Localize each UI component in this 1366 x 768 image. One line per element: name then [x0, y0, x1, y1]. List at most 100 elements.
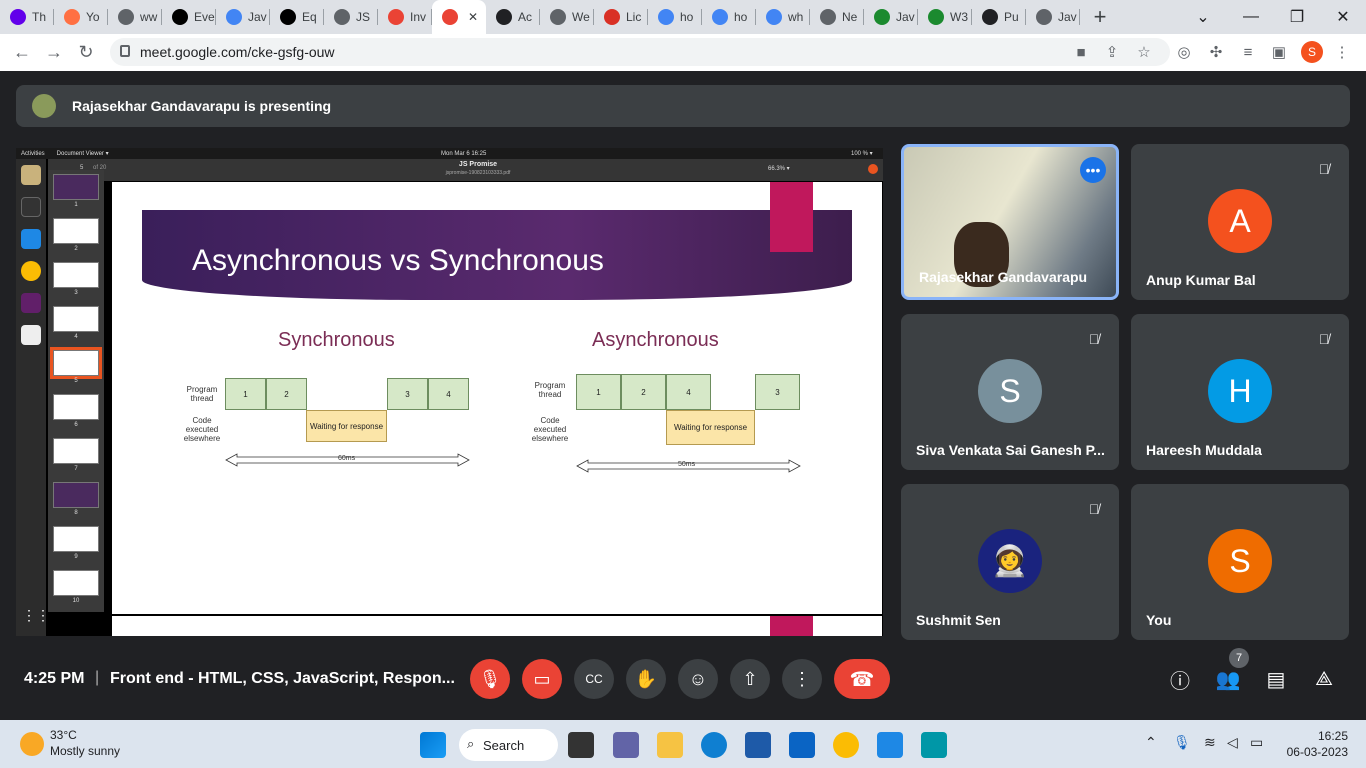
browser-tab[interactable]: Ac	[486, 0, 540, 34]
participant-tile[interactable]: 👩‍🚀🎙̸Sushmit Sen	[901, 484, 1119, 640]
participant-name: Siva Venkata Sai Ganesh P...	[916, 442, 1105, 458]
tab-search-icon[interactable]: ⌄	[1196, 9, 1210, 26]
browser-tab[interactable]: Yo	[54, 0, 108, 34]
participant-tile[interactable]: S🎙̸Siva Venkata Sai Ganesh P...	[901, 314, 1119, 470]
menu-icon[interactable]: ⋮	[1334, 44, 1350, 61]
tab-favicon-icon	[172, 9, 188, 25]
muted-mic-icon: 🎙̸	[1088, 501, 1100, 517]
teams-icon[interactable]	[613, 732, 639, 758]
weather-text: Mostly sunny	[50, 744, 121, 758]
tray-chevron-icon[interactable]: ⌃	[1145, 734, 1157, 750]
vscode-icon	[21, 229, 41, 249]
battery-icon[interactable]: ▭	[1250, 734, 1264, 750]
async-box-2: 2	[621, 374, 666, 410]
more-options-icon[interactable]: •••	[1080, 157, 1106, 183]
edge-icon[interactable]	[701, 732, 727, 758]
sync-arrow	[225, 453, 470, 467]
chrome-icon	[21, 261, 41, 281]
browser-tab[interactable]: Inv	[378, 0, 432, 34]
minimize-button[interactable]: —	[1243, 8, 1259, 25]
browser-tab[interactable]: ✕	[432, 0, 486, 34]
notepad-icon[interactable]	[921, 732, 947, 758]
browser-tab[interactable]: Lic	[594, 0, 648, 34]
browser-tab[interactable]: Eve	[162, 0, 216, 34]
muted-mic-icon: 🎙̸	[1318, 161, 1330, 177]
participant-tile[interactable]: H🎙̸Hareesh Muddala	[1131, 314, 1349, 470]
async-box-3: 3	[755, 374, 800, 410]
mic-off-button[interactable]: 🎙	[470, 659, 510, 699]
share-icon[interactable]: ⇪	[1105, 44, 1119, 61]
browser-tab[interactable]: Jav	[1026, 0, 1080, 34]
close-window-button[interactable]: ✕	[1336, 9, 1350, 26]
file-explorer-icon[interactable]	[657, 732, 683, 758]
browser-tab[interactable]: ww	[108, 0, 162, 34]
browser-tab[interactable]: Pu	[972, 0, 1026, 34]
reload-icon[interactable]: ↻	[78, 42, 94, 62]
browser-tab[interactable]: ho	[702, 0, 756, 34]
forward-icon[interactable]: →	[45, 42, 63, 62]
sync-wait-box: Waiting for response	[306, 410, 387, 442]
side-panel-icon[interactable]: ▣	[1271, 44, 1287, 61]
vscode-taskbar-icon[interactable]	[877, 732, 903, 758]
browser-tab[interactable]: ho	[648, 0, 702, 34]
more-options-button[interactable]: ⋮	[782, 659, 822, 699]
store-icon[interactable]	[745, 732, 771, 758]
back-icon[interactable]: ←	[13, 42, 31, 62]
address-bar[interactable]: meet.google.com/cke-gsfg-ouw	[110, 38, 1170, 66]
info-icon[interactable]: ⓘ	[1170, 670, 1190, 693]
mic-tray-icon[interactable]: 🎙	[1173, 734, 1191, 750]
tab-label: We	[572, 10, 590, 24]
shared-screen: Activities Document Viewer ▾ Mon Mar 6 1…	[16, 148, 883, 636]
meet-window: Rajasekhar Gandavarapu is presenting Act…	[0, 71, 1366, 720]
browser-tab[interactable]: Eq	[270, 0, 324, 34]
async-box-1: 1	[576, 374, 621, 410]
participant-avatar: H	[1208, 359, 1272, 423]
sync-box-3: 3	[387, 378, 428, 410]
maximize-button[interactable]: ❐	[1289, 9, 1305, 26]
raise-hand-button[interactable]: ✋	[626, 659, 666, 699]
activities-icon[interactable]: ⟁	[1315, 667, 1333, 690]
browser-tab[interactable]: wh	[756, 0, 810, 34]
browser-tab[interactable]: Jav	[216, 0, 270, 34]
browser-tab[interactable]: W3	[918, 0, 972, 34]
browser-tab[interactable]: Jav	[864, 0, 918, 34]
wifi-icon[interactable]: ≋	[1204, 734, 1216, 750]
media-icon[interactable]: ≡	[1243, 43, 1253, 61]
start-icon[interactable]	[420, 732, 446, 758]
muted-mic-icon: 🎙̸	[1088, 331, 1100, 347]
new-tab-button[interactable]: +	[1093, 4, 1107, 29]
camera-off-button[interactable]: ▭	[522, 659, 562, 699]
google-extension-icon[interactable]: ◎	[1177, 44, 1191, 61]
browser-tab[interactable]: Ne	[810, 0, 864, 34]
windows-taskbar: 33°C Mostly sunny 16:25 06-03-2023 ⌃ 🎙 ≋…	[0, 720, 1366, 768]
taskbar-search[interactable]: ⌕ Search	[459, 729, 558, 761]
close-tab-icon[interactable]: ✕	[468, 10, 479, 24]
terminal-icon	[21, 197, 41, 217]
task-view-icon[interactable]	[568, 732, 594, 758]
profile-avatar[interactable]: S	[1301, 41, 1323, 63]
captions-button[interactable]: CC	[574, 659, 614, 699]
chrome-taskbar-icon[interactable]	[833, 732, 859, 758]
tab-favicon-icon	[928, 9, 944, 25]
volume-icon[interactable]: ◁	[1227, 734, 1238, 750]
present-button[interactable]: ⇧	[730, 659, 770, 699]
chat-icon[interactable]: ▤	[1266, 668, 1286, 691]
clock-label: Mon Mar 6 16:25	[441, 150, 487, 157]
browser-tab[interactable]: We	[540, 0, 594, 34]
participant-tile[interactable]: •••Rajasekhar Gandavarapu	[901, 144, 1119, 300]
page-number: 5	[80, 165, 84, 171]
browser-tab[interactable]: Th	[0, 0, 54, 34]
people-icon[interactable]: 👥	[1215, 668, 1241, 691]
tab-label: Pu	[1004, 10, 1019, 24]
browser-tab[interactable]: JS	[324, 0, 378, 34]
emoji-button[interactable]: ☺	[678, 659, 718, 699]
mail-icon[interactable]	[789, 732, 815, 758]
ubuntu-topbar: Activities Document Viewer ▾ Mon Mar 6 1…	[16, 148, 883, 159]
bookmark-star-icon[interactable]: ☆	[1137, 44, 1151, 61]
leave-call-button[interactable]: ☎	[834, 659, 890, 699]
camera-icon[interactable]: ■	[1076, 43, 1086, 61]
participant-tile[interactable]: A🎙̸Anup Kumar Bal	[1131, 144, 1349, 300]
extensions-icon[interactable]: ✣	[1209, 44, 1223, 61]
temperature: 33°C	[50, 728, 77, 742]
